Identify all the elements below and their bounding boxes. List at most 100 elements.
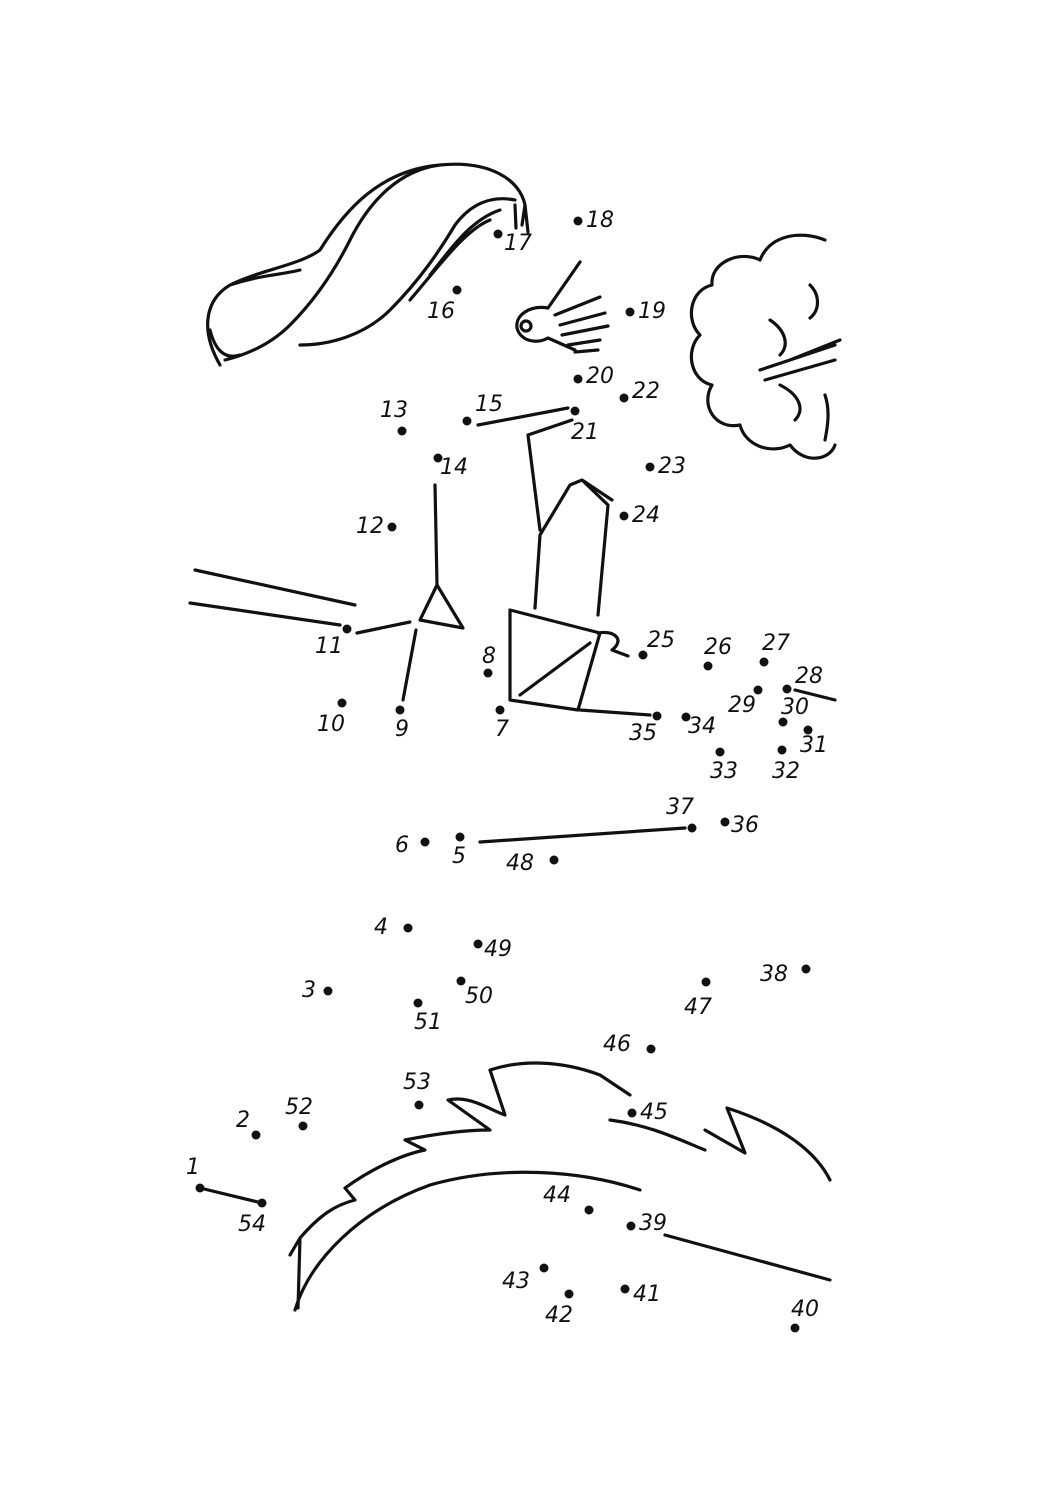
dot-marker <box>687 823 697 833</box>
dot-number: 51 <box>414 1010 442 1035</box>
dot-number: 12 <box>356 514 384 539</box>
dot-52: 52 <box>285 1095 313 1131</box>
dot-marker <box>433 453 443 463</box>
dot-49: 49 <box>473 937 512 962</box>
dot-9: 9 <box>395 705 409 742</box>
dot-number: 2 <box>236 1108 250 1133</box>
dot-marker <box>652 711 662 721</box>
dot-marker <box>646 1044 656 1054</box>
dot-number: 49 <box>484 937 512 962</box>
plume-drawing <box>206 162 530 367</box>
dot-number: 25 <box>647 628 675 653</box>
dot-22: 22 <box>619 379 660 404</box>
dot-number: 40 <box>791 1297 819 1322</box>
dot-marker <box>495 705 505 715</box>
dot-21: 21 <box>570 406 599 445</box>
dot-number: 43 <box>502 1269 530 1294</box>
dot-number: 3 <box>302 978 316 1003</box>
dot-marker <box>777 745 787 755</box>
dot-marker <box>403 923 413 933</box>
dot-number: 8 <box>482 644 496 669</box>
dot-48: 48 <box>506 851 559 876</box>
dot-17: 17 <box>493 229 532 256</box>
dot-number: 31 <box>800 733 828 758</box>
dot-50: 50 <box>456 976 493 1009</box>
dot-marker <box>337 698 347 708</box>
dot-number: 24 <box>632 503 660 528</box>
ground-line-drawing <box>478 826 687 844</box>
dot-number: 14 <box>440 455 468 480</box>
dot-number: 41 <box>633 1282 661 1307</box>
dot-41: 41 <box>620 1282 661 1307</box>
dot-marker <box>703 661 713 671</box>
dots-layer: 1234567891011121314151617181920212223242… <box>186 208 828 1333</box>
dot-number: 7 <box>495 717 509 742</box>
dot-5: 5 <box>452 832 466 869</box>
upper-arm-drawing <box>476 406 574 532</box>
dot-marker <box>323 986 333 996</box>
dot-marker <box>539 1263 549 1273</box>
cloud-drawing <box>689 233 842 460</box>
crayon-drawing <box>508 478 652 717</box>
dash-28-drawing <box>793 688 837 702</box>
dot-25: 25 <box>638 628 675 660</box>
dot-number: 22 <box>632 379 660 404</box>
dot-number: 42 <box>545 1303 573 1328</box>
dot-number: 29 <box>728 693 756 718</box>
dot-15: 15 <box>462 392 503 426</box>
dot-10: 10 <box>317 698 347 737</box>
dot-marker <box>625 307 635 317</box>
dot-33: 33 <box>710 747 738 784</box>
dot-46: 46 <box>603 1032 656 1057</box>
dot-marker <box>413 998 423 1008</box>
dot-11: 11 <box>315 624 352 659</box>
dot-28: 28 <box>782 664 823 694</box>
dot-2: 2 <box>236 1108 261 1140</box>
dot-marker <box>342 624 352 634</box>
dot-number: 48 <box>506 851 534 876</box>
dot-marker <box>473 939 483 949</box>
dot-number: 20 <box>586 364 614 389</box>
dot-marker <box>627 1108 637 1118</box>
dot-38: 38 <box>760 962 811 987</box>
dot-marker <box>790 1323 800 1333</box>
dot-marker <box>720 817 730 827</box>
dot-4: 4 <box>374 915 413 940</box>
dot-43: 43 <box>502 1263 549 1294</box>
dot-47: 47 <box>684 977 712 1020</box>
dot-27: 27 <box>759 631 790 667</box>
dot-30: 30 <box>778 695 809 727</box>
dot-54: 54 <box>238 1198 267 1237</box>
dot-number: 10 <box>317 712 345 737</box>
triangle-drawing <box>355 483 465 702</box>
dot-marker <box>778 717 788 727</box>
dot-number: 17 <box>504 231 532 256</box>
dot-42: 42 <box>545 1289 574 1328</box>
dot-number: 30 <box>781 695 809 720</box>
dot-marker <box>414 1100 424 1110</box>
dot-marker <box>619 511 629 521</box>
dot-3: 3 <box>302 978 333 1003</box>
dot-number: 35 <box>629 721 657 746</box>
dot-number: 38 <box>760 962 788 987</box>
dot-39: 39 <box>626 1211 667 1236</box>
dot-1: 1 <box>186 1155 205 1193</box>
dot-number: 19 <box>638 299 666 324</box>
dot-29: 29 <box>728 685 763 718</box>
dot-number: 39 <box>639 1211 667 1236</box>
dot-marker <box>549 855 559 865</box>
dot-marker <box>195 1183 205 1193</box>
dot-number: 26 <box>704 635 732 660</box>
dot-marker <box>759 657 769 667</box>
dot-marker <box>493 229 503 239</box>
dot-number: 15 <box>475 392 503 417</box>
grass-drawing <box>288 1061 832 1312</box>
bell-drawing <box>515 260 610 354</box>
dot-16: 16 <box>427 285 462 324</box>
dot-marker <box>620 1284 630 1294</box>
dot-marker <box>251 1130 261 1140</box>
dot-marker <box>456 976 466 986</box>
dot-number: 18 <box>586 208 614 233</box>
dot-number: 34 <box>688 714 716 739</box>
